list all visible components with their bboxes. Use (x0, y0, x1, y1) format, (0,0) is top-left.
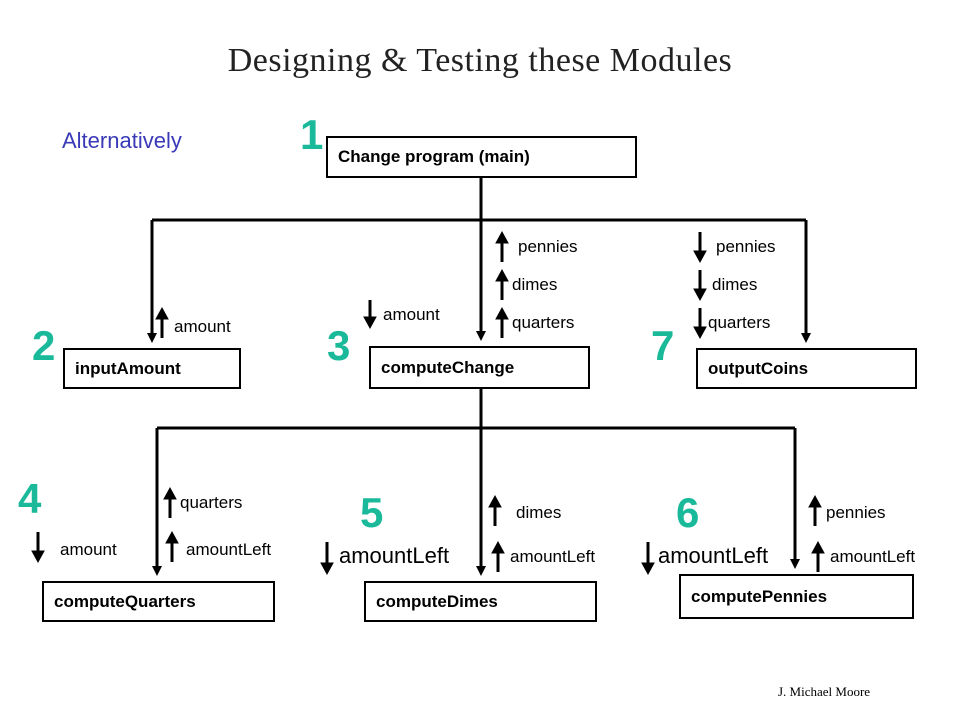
param-label-outputCoins-quarters: quarters (708, 313, 771, 332)
param-label-computeChange-quarters: quarters (512, 313, 575, 332)
param-label-inputAmount-amount: amount (174, 317, 231, 336)
arrow-computeDimes-amountLeft-in (320, 542, 334, 576)
arrow-outputCoins-quarters (693, 308, 707, 340)
param-label-computeQuarters-amountLeft: amountLeft (186, 540, 272, 559)
module-box-inputAmount: inputAmount (63, 348, 241, 389)
module-box-computePennies: computePennies (679, 574, 914, 619)
arrow-computeDimes-dimes (488, 494, 502, 526)
arrow-outputCoins-dimes (693, 270, 707, 302)
param-label-computePennies-amountLeft-in: amountLeft (658, 543, 769, 568)
arrow-computePennies-amountLeft-out (811, 540, 825, 572)
param-label-computePennies-amountLeft-out: amountLeft (830, 547, 916, 566)
module-number-computeChange: 3 (327, 322, 351, 369)
module-number-computeDimes: 5 (360, 489, 384, 536)
param-label-computePennies-pennies: pennies (826, 503, 886, 522)
arrow-computeChange-pennies (495, 230, 509, 262)
module-number-computePennies: 6 (676, 489, 700, 536)
arrow-inputAmount-amount (155, 306, 169, 338)
arrow-computeQuarters-amount (31, 532, 45, 564)
arrow-computePennies-amountLeft-in (641, 542, 655, 576)
param-label-computeDimes-amountLeft-in: amountLeft (339, 543, 450, 568)
module-number-main: 1 (300, 111, 324, 158)
param-label-outputCoins-pennies: pennies (716, 237, 776, 256)
module-number-outputCoins: 7 (651, 322, 675, 369)
module-box-main: Change program (main) (326, 136, 637, 178)
arrow-computeChange-dimes (495, 268, 509, 300)
arrow-computeChange-quarters (495, 306, 509, 338)
arrow-computeQuarters-quarters (163, 486, 177, 518)
param-label-computeChange-dimes: dimes (512, 275, 558, 294)
param-label-computeDimes-dimes: dimes (516, 503, 562, 522)
alternatively-note: Alternatively (62, 128, 182, 153)
arrow-computeChange-amount (363, 300, 377, 330)
arrow-computePennies-pennies (808, 494, 822, 526)
module-box-outputCoins: outputCoins (696, 348, 917, 389)
arrow-computeDimes-amountLeft-out (491, 540, 505, 572)
arrow-outputCoins-pennies (693, 232, 707, 264)
page-title: Designing & Testing these Modules (227, 42, 733, 79)
param-label-computeChange-pennies: pennies (518, 237, 578, 256)
module-number-computeQuarters: 4 (18, 475, 42, 522)
param-label-computeQuarters-amount: amount (60, 540, 117, 559)
param-label-computeChange-amount: amount (383, 305, 440, 324)
module-box-computeChange: computeChange (369, 346, 590, 389)
param-label-outputCoins-dimes: dimes (712, 275, 758, 294)
arrow-computeQuarters-amountLeft (165, 530, 179, 562)
author-credit: J. Michael Moore (778, 684, 871, 699)
module-number-inputAmount: 2 (32, 322, 56, 369)
module-box-computeQuarters: computeQuarters (42, 581, 275, 622)
module-box-computeDimes: computeDimes (364, 581, 597, 622)
param-label-computeQuarters-quarters: quarters (180, 493, 243, 512)
param-label-computeDimes-amountLeft-out: amountLeft (510, 547, 596, 566)
